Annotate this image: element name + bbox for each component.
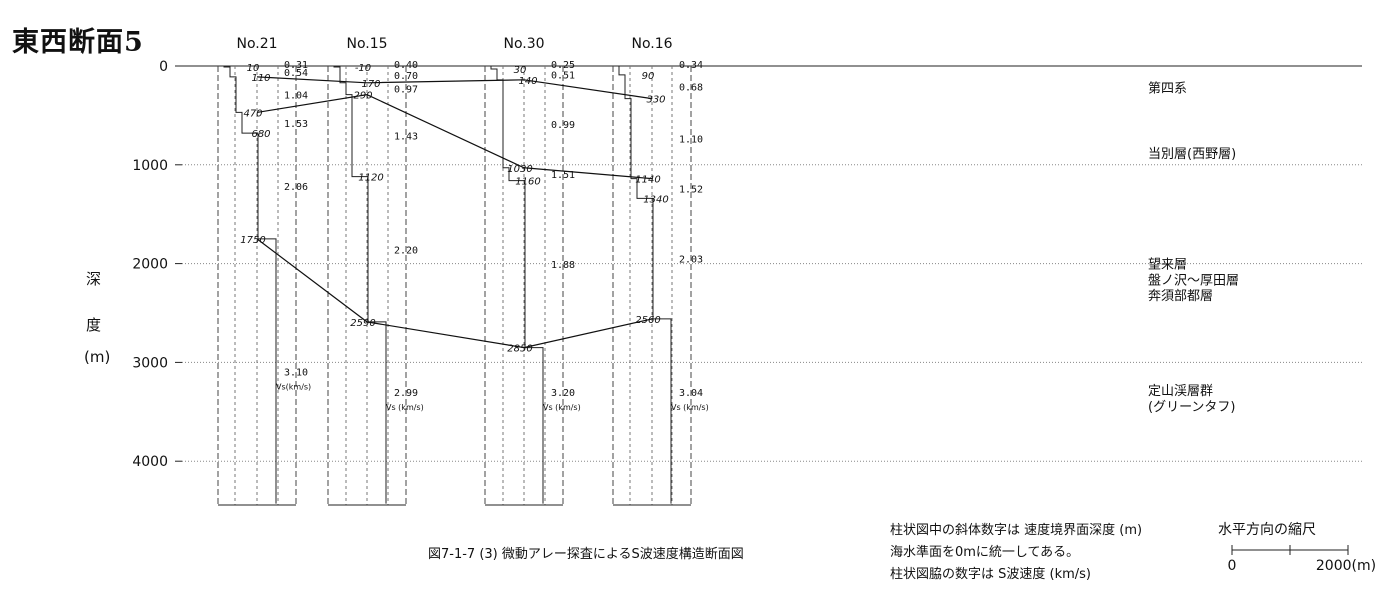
velocity-label: 1.53 [284, 119, 308, 130]
velocity-label: 0.70 [394, 71, 418, 82]
depth-tick-label: 2000 [132, 257, 168, 273]
velocity-profile [618, 66, 672, 504]
interface-depth-label: 2590 [350, 318, 375, 329]
well-name: No.21 [236, 36, 277, 52]
scale-bar-left-label: 0 [1228, 558, 1237, 574]
interface-depth-label: 1120 [358, 173, 383, 184]
formation-label: (グリーンタフ) [1148, 400, 1236, 415]
well-name: No.30 [503, 36, 544, 52]
interface-depth-label: -10 [355, 63, 371, 74]
velocity-profile [333, 66, 387, 504]
depth-tick-label: 0 [159, 59, 168, 75]
velocity-label: 2.20 [394, 245, 418, 256]
note-line-1: 柱状図中の斜体数字は 速度境界面深度 (m) [890, 523, 1143, 538]
interface-depth-label: 470 [243, 108, 262, 119]
velocity-profile [223, 66, 277, 504]
velocity-profile [490, 66, 544, 504]
velocity-label: 0.97 [394, 85, 418, 96]
velocity-unit-label: Vs (km/s) [671, 403, 709, 412]
velocity-label: 3.04 [679, 388, 703, 399]
velocity-label: 0.54 [284, 68, 308, 79]
depth-tick-label: 3000 [132, 355, 168, 371]
y-axis-label-3: (m) [84, 348, 111, 366]
velocity-label: 0.51 [551, 70, 575, 81]
formation-label: 盤ノ沢～厚田層 [1148, 273, 1239, 288]
velocity-unit-label: Vs (km/s) [386, 403, 424, 412]
scale-bar-title: 水平方向の縮尺 [1218, 522, 1316, 538]
velocity-label: 3.20 [551, 388, 575, 399]
depth-tick-label: 1000 [132, 158, 168, 174]
interface-depth-label: 140 [518, 76, 537, 87]
y-axis-label-1: 深 [86, 270, 102, 288]
interface-depth-label: 290 [353, 91, 372, 102]
formation-label: 当別層(西野層) [1148, 147, 1236, 162]
interface-depth-label: 30 [514, 65, 527, 76]
velocity-label: 2.99 [394, 388, 418, 399]
boundary-line [256, 94, 653, 180]
note-line-2: 海水準面を0mに統一してある。 [890, 545, 1080, 560]
velocity-unit-label: Vs (km/s) [543, 403, 581, 412]
well-name: No.16 [631, 36, 672, 52]
interface-depth-label: 1030 [507, 164, 532, 175]
velocity-label: 1.51 [551, 170, 575, 181]
velocity-label: 1.10 [679, 135, 703, 146]
page-title: 東西断面5 [12, 27, 144, 58]
interface-depth-label: 2850 [507, 344, 532, 355]
formation-label: 定山渓層群 [1148, 384, 1213, 399]
formation-label: 望来層 [1148, 257, 1187, 273]
velocity-unit-label: Vs(km/s) [276, 382, 311, 391]
interface-depth-label: 1750 [240, 235, 265, 246]
velocity-label: 0.34 [679, 60, 703, 71]
interface-depth-label: 1140 [635, 175, 660, 186]
velocity-label: 0.25 [551, 60, 575, 71]
note-line-3: 柱状図脇の数字は S波速度 (km/s) [890, 567, 1092, 582]
velocity-label: 1.88 [551, 260, 575, 271]
interface-depth-label: 10 [247, 63, 260, 74]
interface-depth-label: 170 [361, 79, 380, 90]
formation-label: 奔須部都層 [1148, 289, 1213, 304]
well-name: No.15 [346, 36, 387, 52]
boundary-line [256, 238, 653, 349]
velocity-label: 0.40 [394, 60, 418, 71]
interface-depth-label: 330 [646, 95, 665, 106]
scale-bar-right-label: 2000(m) [1316, 558, 1376, 574]
velocity-label: 0.99 [551, 120, 575, 131]
velocity-label: 1.52 [679, 185, 703, 196]
y-axis-label-2: 度 [86, 316, 102, 334]
velocity-label: 2.06 [284, 182, 308, 193]
interface-depth-label: 1340 [643, 194, 668, 205]
legend-notes: 柱状図中の斜体数字は 速度境界面深度 (m) 海水準面を0mに統一してある。 柱… [890, 520, 1142, 586]
velocity-label: 3.10 [284, 367, 308, 378]
figure-caption: 図7-1-7 (3) 微動アレー探査によるS波速度構造断面図 [428, 547, 744, 562]
velocity-label: 1.04 [284, 91, 308, 102]
interface-depth-label: 1160 [515, 177, 540, 188]
interface-depth-label: 110 [251, 73, 270, 84]
boundary-line [256, 76, 653, 100]
velocity-label: 0.31 [284, 60, 308, 71]
formation-label: 第四系 [1148, 82, 1187, 97]
velocity-label: 2.03 [679, 255, 703, 266]
interface-depth-label: 680 [251, 129, 270, 140]
velocity-label: 1.43 [394, 132, 418, 143]
velocity-label: 0.68 [679, 83, 703, 94]
interface-depth-label: 90 [642, 71, 655, 82]
depth-tick-label: 4000 [132, 454, 168, 470]
